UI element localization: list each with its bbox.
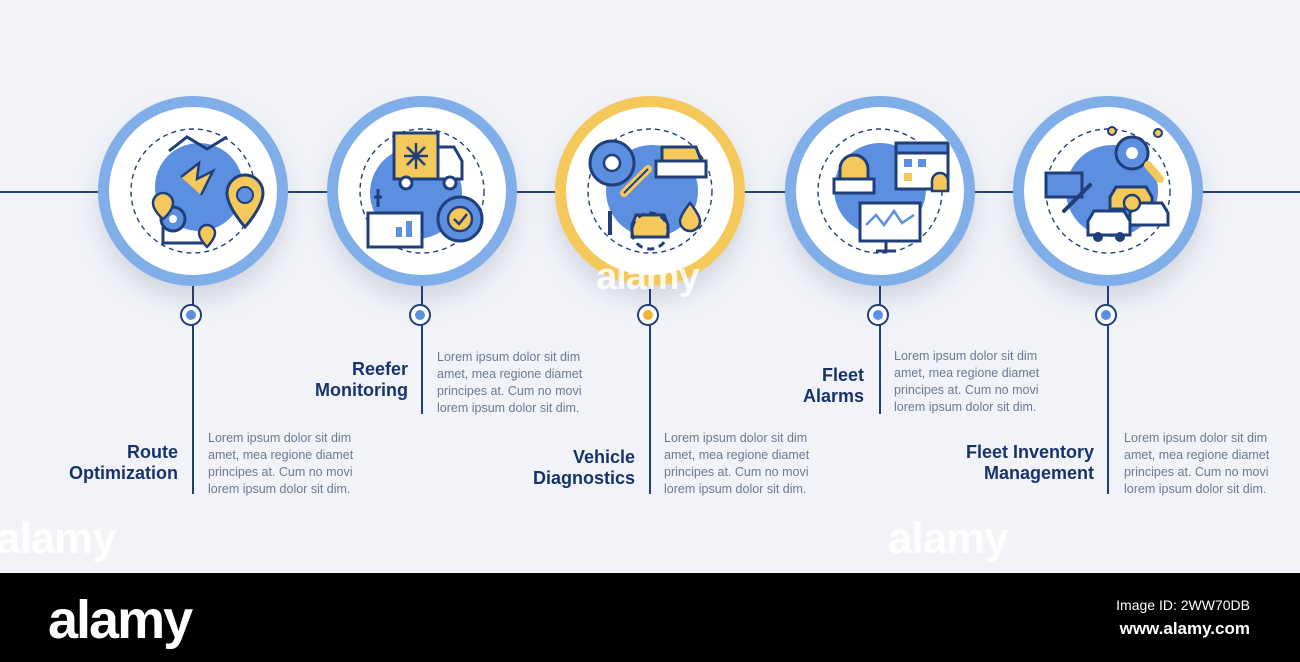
fleet-cars-icon — [1024, 107, 1192, 275]
watermark: alamy — [0, 514, 117, 563]
connector-line — [879, 286, 881, 414]
car-repair-icon — [566, 107, 734, 275]
watermark: alamy — [596, 256, 700, 298]
connector-line — [192, 286, 194, 494]
image-id: Image ID: 2WW70DB — [1116, 597, 1250, 613]
timeline-node — [867, 304, 889, 326]
icon-ring — [98, 96, 288, 286]
timeline-node — [637, 304, 659, 326]
stock-footer: alamy Image ID: 2WW70DB www.alamy.com — [0, 573, 1300, 662]
timeline-node — [1095, 304, 1117, 326]
timeline-node — [409, 304, 431, 326]
icon-ring — [1013, 96, 1203, 286]
refrigerated-truck-icon — [338, 107, 506, 275]
icon-ring — [327, 96, 517, 286]
timeline-node — [180, 304, 202, 326]
watermark: alamy — [888, 514, 1009, 563]
connector-line — [1107, 286, 1109, 494]
site-url: www.alamy.com — [1119, 619, 1250, 638]
alarm-calendar-icon — [796, 107, 964, 275]
connector-line — [649, 286, 651, 494]
icon-ring — [555, 96, 745, 286]
icon-ring — [785, 96, 975, 286]
connector-line — [421, 286, 423, 414]
alamy-logo: alamy — [48, 590, 193, 650]
route-map-icon — [109, 107, 277, 275]
